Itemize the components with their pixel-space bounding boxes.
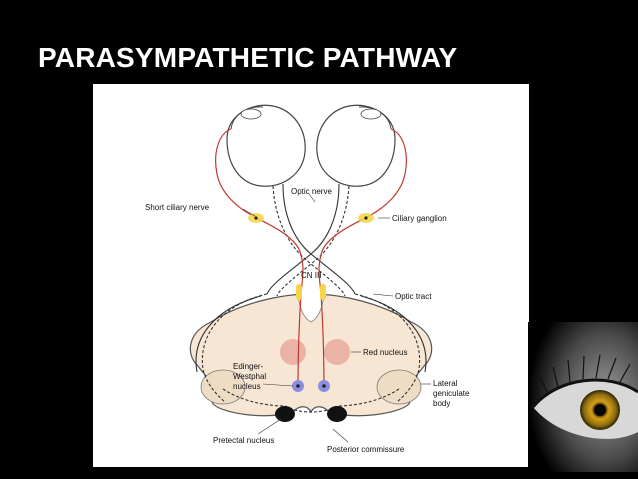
label-optic-tract: Optic tract xyxy=(395,292,432,301)
label-pretectal-nucleus: Pretectal nucleus xyxy=(213,436,274,445)
lateral-geniculate-right xyxy=(376,369,422,405)
cn3-right xyxy=(320,284,326,300)
label-red-nucleus: Red nucleus xyxy=(363,348,407,357)
central-notch xyxy=(297,288,325,323)
label-ew-1: Edinger- xyxy=(233,362,264,371)
parasympathetic-nerves xyxy=(215,128,407,390)
label-cn-iii: CN III xyxy=(301,271,321,280)
label-ew-3: nucleus xyxy=(233,382,261,391)
label-lgb-3: body xyxy=(433,399,450,408)
label-lgb-2: geniculate xyxy=(433,389,470,398)
label-ew-2: Westphal xyxy=(233,372,266,381)
label-lgb-1: Lateral xyxy=(433,379,458,388)
pathway-diagram: Optic nerve Short ciliary nerve Ciliary … xyxy=(93,84,529,467)
red-nucleus-right xyxy=(324,339,350,365)
optic-pathway xyxy=(195,183,427,413)
leader-lines xyxy=(242,193,431,443)
pretectal-nucleus-right xyxy=(327,406,347,422)
red-nucleus-left xyxy=(280,339,306,365)
slide-title: PARASYMPATHETIC PATHWAY xyxy=(38,42,458,73)
cn3-left xyxy=(296,284,302,300)
label-optic-nerve: Optic nerve xyxy=(291,187,332,196)
label-short-ciliary-nerve: Short ciliary nerve xyxy=(145,203,210,212)
label-ciliary-ganglion: Ciliary ganglion xyxy=(392,214,447,223)
label-posterior-commissure: Posterior commissure xyxy=(327,445,405,454)
pathway-svg: Optic nerve Short ciliary nerve Ciliary … xyxy=(145,104,470,454)
right-eye xyxy=(316,104,396,187)
pretectal-nucleus-left xyxy=(275,406,295,422)
left-eye xyxy=(226,104,306,187)
decorative-eye-image xyxy=(528,322,638,472)
